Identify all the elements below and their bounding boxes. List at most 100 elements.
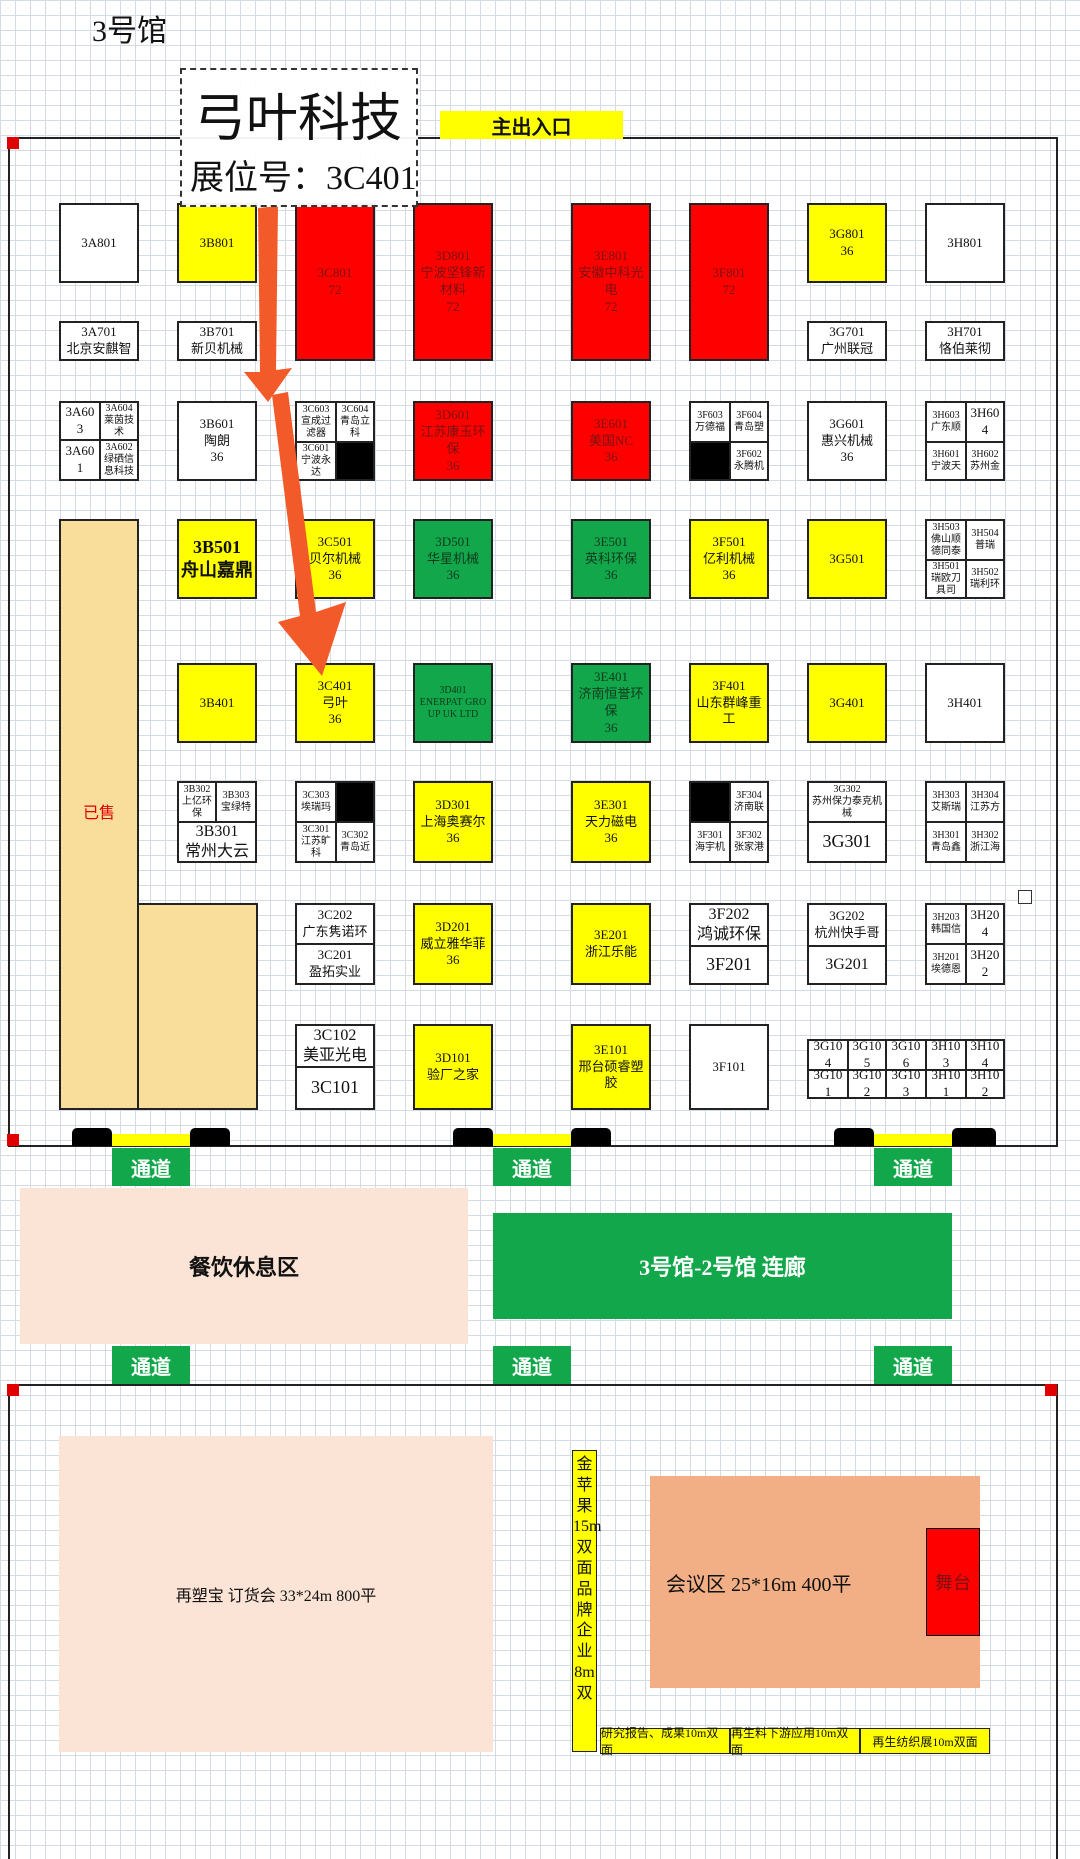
banner-golden-apple[interactable]: 金苹果15m双面品牌企业8m双	[572, 1450, 601, 1752]
passage[interactable]: 通道	[874, 1148, 952, 1186]
booth-3a601[interactable]: 3A601	[59, 439, 101, 481]
booth-3a603[interactable]: 3A603	[59, 401, 101, 441]
banner-research-report[interactable]: 研究报告、成果10m双面	[600, 1726, 730, 1757]
banner-recycled-textile[interactable]: 再生纺织展10m双面	[860, 1728, 990, 1754]
passage[interactable]: 通道	[112, 1148, 190, 1186]
booth-3g301[interactable]: 3G301	[807, 821, 887, 863]
booth-3h202[interactable]: 3H202	[965, 943, 1005, 985]
booth-3g101[interactable]: 3G101	[807, 1067, 849, 1099]
passage[interactable]: 通道	[874, 1346, 952, 1384]
booth-3h101[interactable]: 3H101	[925, 1067, 967, 1099]
booth-3c101[interactable]: 3C101	[295, 1066, 375, 1110]
booth-3h401[interactable]: 3H401	[925, 663, 1005, 743]
passage[interactable]: 通道	[493, 1346, 571, 1384]
booth-3a801[interactable]: 3A801	[59, 203, 139, 283]
booth-3g501[interactable]: 3G501	[807, 519, 887, 599]
order-fair-area[interactable]: 再塑宝 订货会 33*24m 800平	[59, 1436, 493, 1752]
booth-3g102[interactable]: 3G102	[847, 1067, 887, 1099]
banner-recycled-material[interactable]: 再生料下游应用10m双面	[730, 1726, 860, 1757]
sold-area-extension[interactable]	[137, 903, 258, 1110]
hall-corridor[interactable]: 3号馆-2号馆 连廊	[493, 1213, 952, 1319]
stage[interactable]: 舞台	[926, 1528, 980, 1636]
booth-3g201[interactable]: 3G201	[807, 945, 887, 985]
booth-3b801[interactable]: 3B801	[177, 203, 257, 283]
booth-3f201[interactable]: 3F201	[689, 945, 769, 985]
passage[interactable]: 通道	[112, 1346, 190, 1384]
booth-3f101[interactable]: 3F101	[689, 1024, 769, 1110]
booth-3g401[interactable]: 3G401	[807, 663, 887, 743]
main-entrance[interactable]: 主出入口	[440, 111, 623, 139]
passage[interactable]: 通道	[493, 1148, 571, 1186]
meeting-area[interactable]: 会议区 25*16m 400平	[650, 1476, 980, 1688]
booth-3h604[interactable]: 3H604	[965, 401, 1005, 443]
booth-3h102[interactable]: 3H102	[965, 1067, 1005, 1099]
booth-3b401[interactable]: 3B401	[177, 663, 257, 743]
booth-3h801[interactable]: 3H801	[925, 203, 1005, 283]
dining-rest-area[interactable]: 餐饮休息区	[20, 1188, 468, 1344]
booth-3g103[interactable]: 3G103	[885, 1067, 927, 1099]
sold-area[interactable]: 已售	[59, 519, 139, 1110]
